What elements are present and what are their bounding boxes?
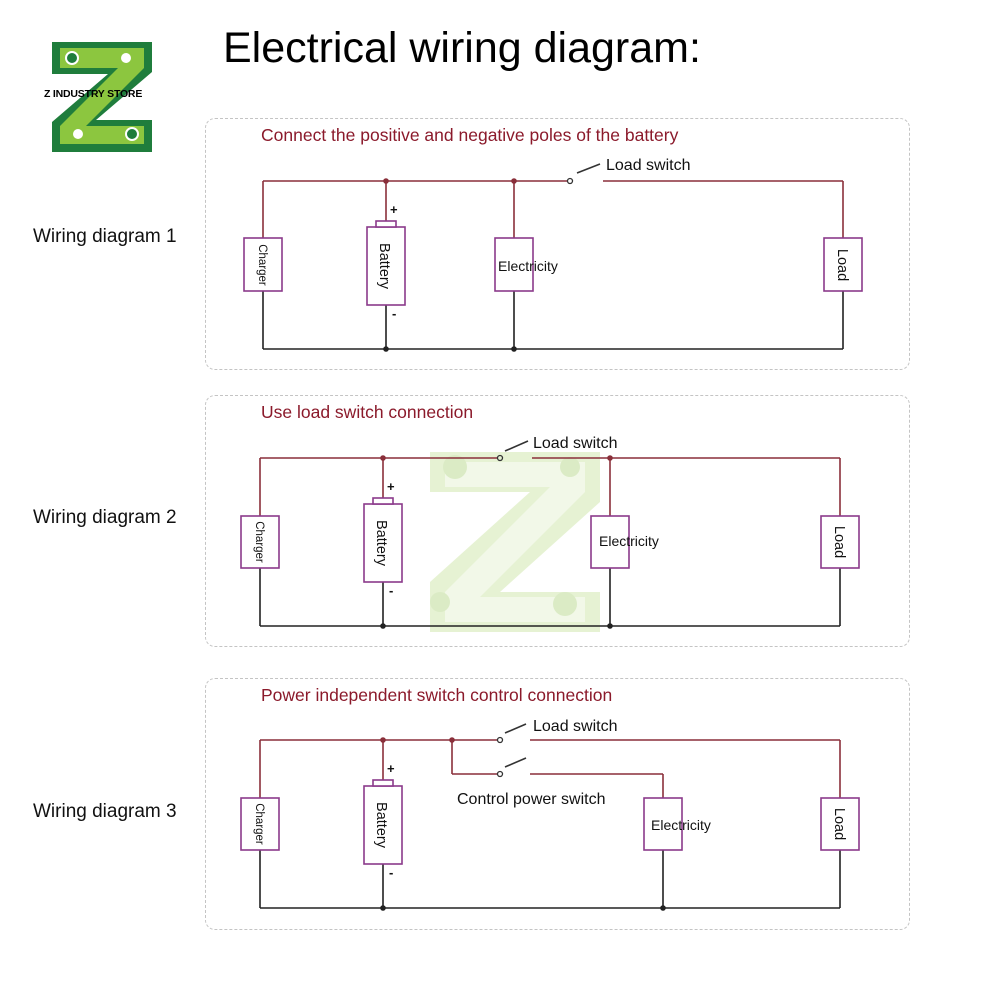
diagram-1-label: Wiring diagram 1: [33, 226, 177, 247]
diagram-2-nodes: [380, 454, 613, 629]
load-label: Load: [834, 249, 850, 281]
battery-label: Battery: [373, 802, 389, 849]
diagram-2-circuit: [259, 440, 841, 627]
charger-label: Charger: [256, 244, 268, 286]
charger-label: Charger: [253, 521, 265, 563]
plus-sign: +: [387, 479, 395, 494]
diagram-3-components: [240, 779, 860, 865]
diagram-2-title: Use load switch connection: [261, 402, 474, 422]
minus-sign: -: [392, 306, 396, 321]
diagram-1-title: Connect the positive and negative poles …: [261, 125, 679, 145]
load-label: Load: [831, 808, 847, 840]
diagram-2-panel: [205, 395, 910, 647]
load-label: Load: [831, 526, 847, 558]
diagram-1-labels: Load switch Electricity Charger Battery …: [256, 157, 850, 321]
diagram-3-circuit: [259, 723, 841, 909]
load-switch-label: Load switch: [533, 718, 618, 735]
battery-terminal: [375, 220, 397, 228]
battery-terminal: [372, 497, 394, 505]
plus-sign: +: [387, 761, 395, 776]
diagram-2-labels: Load switch Electricity Charger Battery …: [253, 435, 847, 598]
battery-terminal: [372, 779, 394, 787]
minus-sign: -: [389, 865, 393, 880]
charger-label: Charger: [253, 803, 265, 845]
load-box: [820, 515, 860, 569]
charger-box: [240, 797, 280, 851]
diagram-2-label: Wiring diagram 2: [33, 507, 177, 528]
control-power-switch-label: Control power switch: [457, 791, 606, 808]
diagram-1-nodes: [383, 177, 574, 352]
logo-text: Z INDUSTRY STORE: [44, 88, 143, 100]
watermark-logo: [430, 452, 600, 632]
electricity-label: Electricity: [651, 817, 711, 833]
charger-box: [240, 515, 280, 569]
page-title: Electrical wiring diagram:: [223, 24, 701, 72]
battery-box: [363, 503, 403, 583]
battery-label: Battery: [373, 520, 389, 567]
battery-box: [363, 785, 403, 865]
diagram-3-panel: [205, 678, 910, 930]
load-box: [823, 237, 863, 292]
electricity-label: Electricity: [498, 258, 558, 274]
diagram-1-components: [243, 220, 863, 306]
electricity-box: [494, 237, 534, 292]
battery-box: [366, 226, 406, 306]
diagram-1-panel: [205, 118, 910, 370]
plus-sign: +: [390, 202, 398, 217]
load-switch-label: Load switch: [606, 157, 691, 174]
load-switch-label: Load switch: [533, 435, 618, 452]
electricity-label: Electricity: [599, 533, 659, 549]
store-logo: [52, 42, 152, 152]
diagram-3-label: Wiring diagram 3: [33, 801, 177, 822]
battery-label: Battery: [376, 243, 392, 290]
diagram-3-labels: Load switch Control power switch Electri…: [253, 718, 847, 880]
electricity-box: [590, 515, 630, 569]
electricity-box: [643, 797, 683, 851]
minus-sign: -: [389, 583, 393, 598]
charger-box: [243, 237, 283, 292]
diagram-2-components: [240, 497, 860, 583]
diagram-1-circuit: [262, 163, 844, 350]
diagram-3-title: Power independent switch control connect…: [261, 685, 613, 705]
load-box: [820, 797, 860, 851]
diagram-3-nodes: [380, 736, 666, 911]
